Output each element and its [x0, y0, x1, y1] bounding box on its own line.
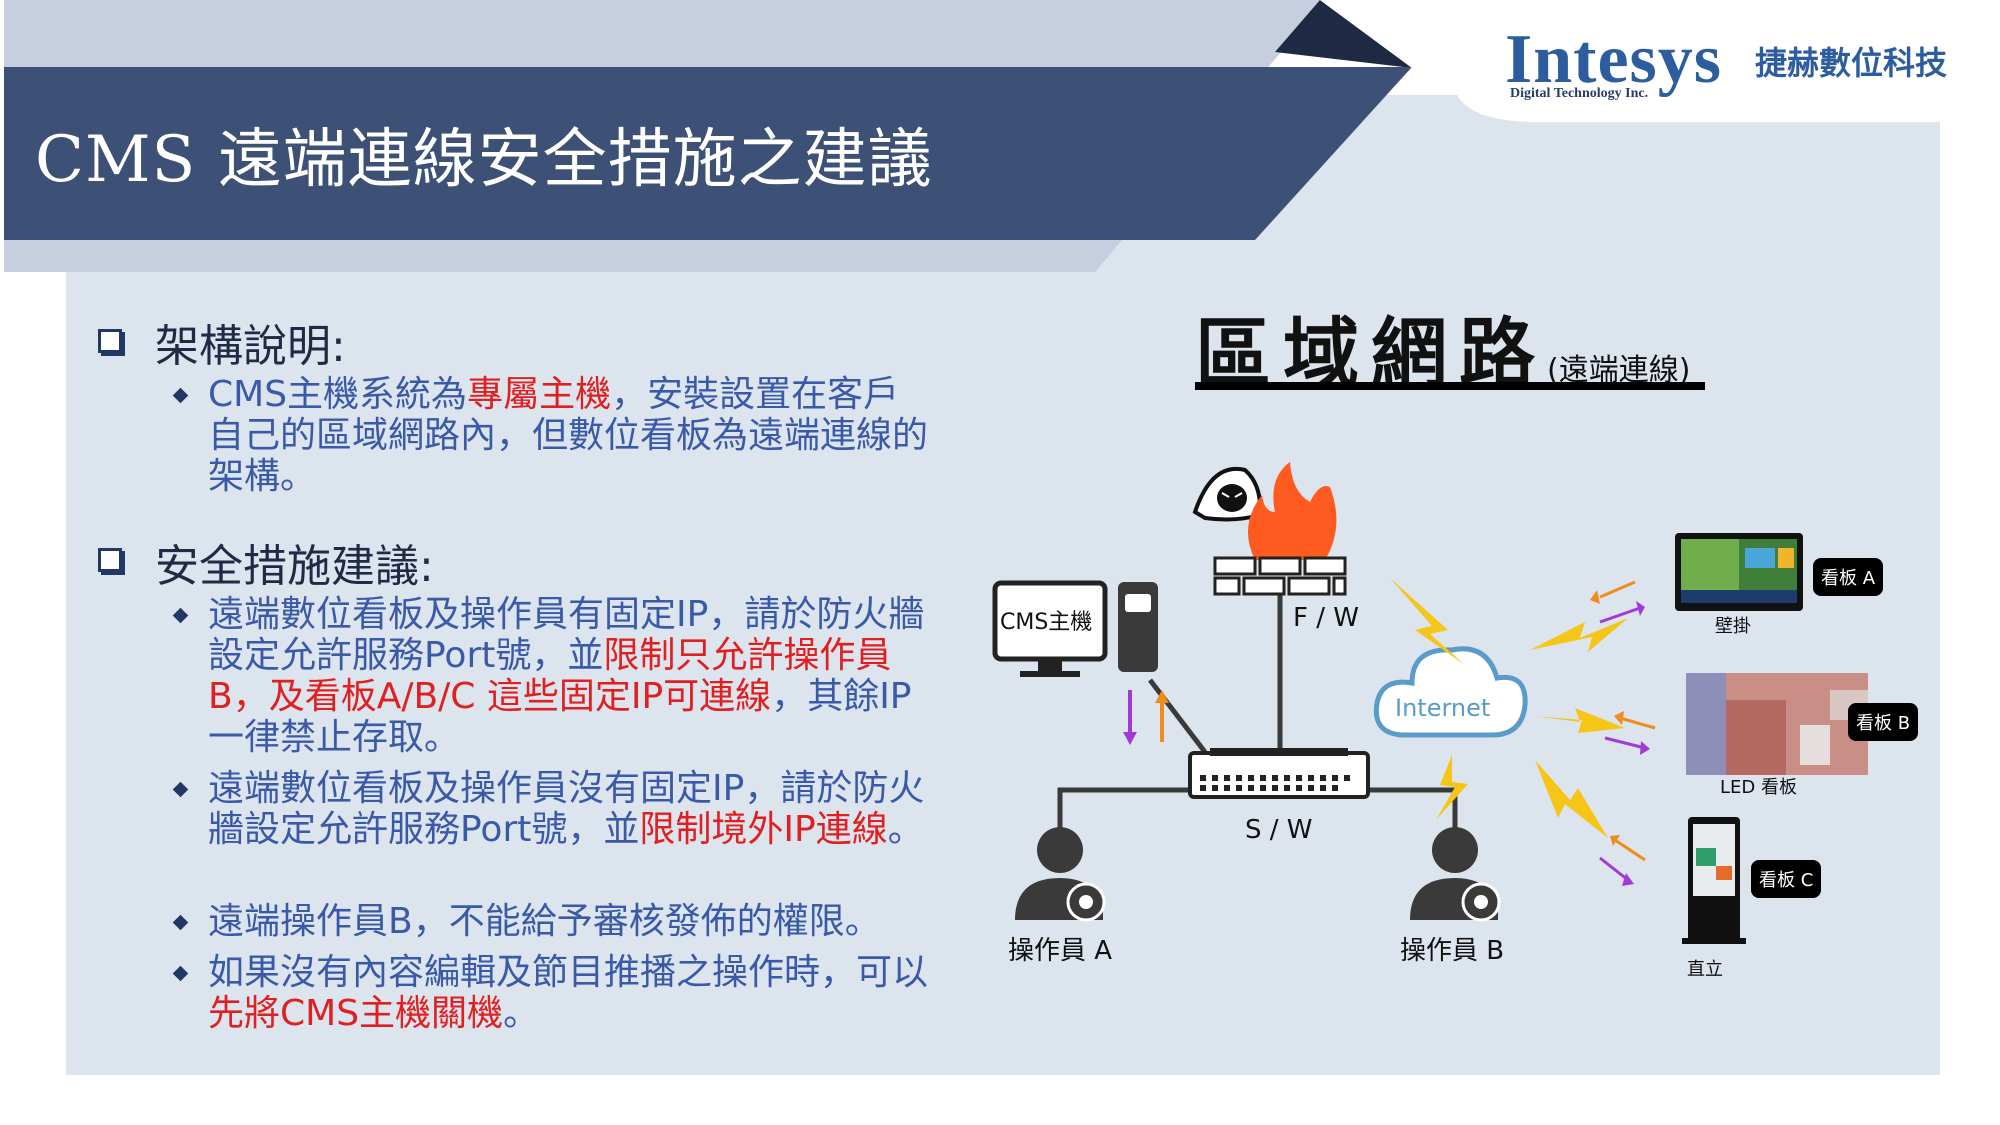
- section-heading-security: 安全措施建議:: [155, 541, 434, 592]
- section-marker-icon: [98, 548, 122, 572]
- cms-host-label: CMS主機: [1000, 610, 1093, 635]
- internet-cloud-icon: [1373, 646, 1528, 738]
- pc-tower-icon: [1118, 582, 1158, 672]
- highlight-text: 專屬主機: [467, 374, 612, 415]
- bullet-text-segment: CMS主機系統為: [208, 374, 468, 415]
- sign-c-tag: 看板 C: [1751, 860, 1822, 898]
- bullet-text-segment: 遠端數位看板及操作員有固定IP，請於防火牆設定允許服務Port號，並: [208, 594, 925, 676]
- sign-c-kiosk-icon: [1682, 817, 1746, 944]
- bullet-text-segment: ，安裝設置在客戶自己的區域網路內，但數位看板為遠端連線的架構。: [208, 374, 929, 497]
- header-dark-triangle: [1275, 0, 1412, 68]
- hacker-icon: [1192, 466, 1263, 522]
- logo-subtitle: Digital Technology Inc.: [1510, 86, 1649, 101]
- lightning-bolt-icon: [1390, 578, 1628, 838]
- switch-label: S / W: [1245, 815, 1313, 845]
- section-heading-architecture: 架構說明:: [155, 321, 346, 372]
- page-title: CMS 遠端連線安全措施之建議: [35, 123, 933, 197]
- bullet-security-2: 遠端數位看板及操作員沒有固定IP，請於防火牆設定允許服務Port號，並限制境外I…: [208, 768, 928, 850]
- bullet-text-segment: 遠端數位看板及操作員沒有固定IP，請於防火牆設定允許服務Port號，並: [208, 768, 925, 850]
- highlight-text: 先將CMS主機關機: [208, 993, 504, 1034]
- internet-label: Internet: [1395, 694, 1491, 722]
- section-marker-icon: [98, 329, 122, 353]
- diagram-title-underline: [1195, 382, 1705, 390]
- sign-b-led-icon: [1686, 673, 1868, 775]
- bullet-text-segment: 如果沒有內容編輯及節目推播之操作時，可以: [208, 952, 929, 993]
- logo-chinese-name: 捷赫數位科技: [1755, 44, 1948, 82]
- operator-a-icon: [1015, 827, 1106, 922]
- bullet-text-segment: 。: [887, 809, 924, 850]
- highlight-text: 限制境外IP連線: [639, 809, 888, 850]
- bullet-security-3: 遠端操作員B，不能給予審核發佈的權限。: [208, 901, 928, 942]
- firewall-icon: [1213, 556, 1347, 596]
- highlight-text: 限制只允許操作員B，及看板A/B/C 這些固定IP可連線: [208, 635, 892, 717]
- bullet-security-4: 如果沒有內容編輯及節目推播之操作時，可以先將CMS主機關機。: [208, 952, 928, 1034]
- firewall-label: F / W: [1293, 603, 1359, 633]
- fire-icon: [1247, 462, 1337, 560]
- bullet-text-segment: 。: [503, 993, 540, 1034]
- sign-b-tag: 看板 B: [1848, 703, 1919, 741]
- operator-b-label: 操作員 B: [1400, 936, 1505, 966]
- sign-c-caption: 直立: [1687, 959, 1723, 980]
- traffic-arrows-icon: [1123, 690, 1169, 745]
- bullet-text-segment: ，其餘IP一律禁止存取。: [208, 676, 912, 758]
- sign-a-tag: 看板 A: [1813, 558, 1884, 596]
- sign-a-screen-icon: [1675, 533, 1803, 611]
- bullet-security-1: 遠端數位看板及操作員有固定IP，請於防火牆設定允許服務Port號，並限制只允許操…: [208, 594, 928, 758]
- company-logo: Intesys 捷赫數位科技 Digital Technology Inc.: [1505, 20, 1948, 110]
- sign-a-caption: 壁掛: [1715, 616, 1751, 637]
- sign-b-caption: LED 看板: [1720, 777, 1797, 798]
- operator-b-icon: [1410, 827, 1501, 922]
- network-switch-icon: [1188, 748, 1370, 799]
- sign-link-arrows-icon: [1590, 580, 1656, 886]
- operator-a-label: 操作員 A: [1008, 936, 1113, 966]
- bullet-text-segment: 遠端操作員B，不能給予審核發佈的權限。: [208, 901, 881, 942]
- header-band: [4, 67, 1412, 240]
- logo-wordmark: Intesys: [1505, 21, 1723, 98]
- logo-white-tab: [1320, 0, 2000, 122]
- bullet-architecture-1: CMS主機系統為專屬主機，安裝設置在客戶自己的區域網路內，但數位看板為遠端連線的…: [208, 374, 928, 497]
- cms-monitor-icon: [992, 580, 1108, 677]
